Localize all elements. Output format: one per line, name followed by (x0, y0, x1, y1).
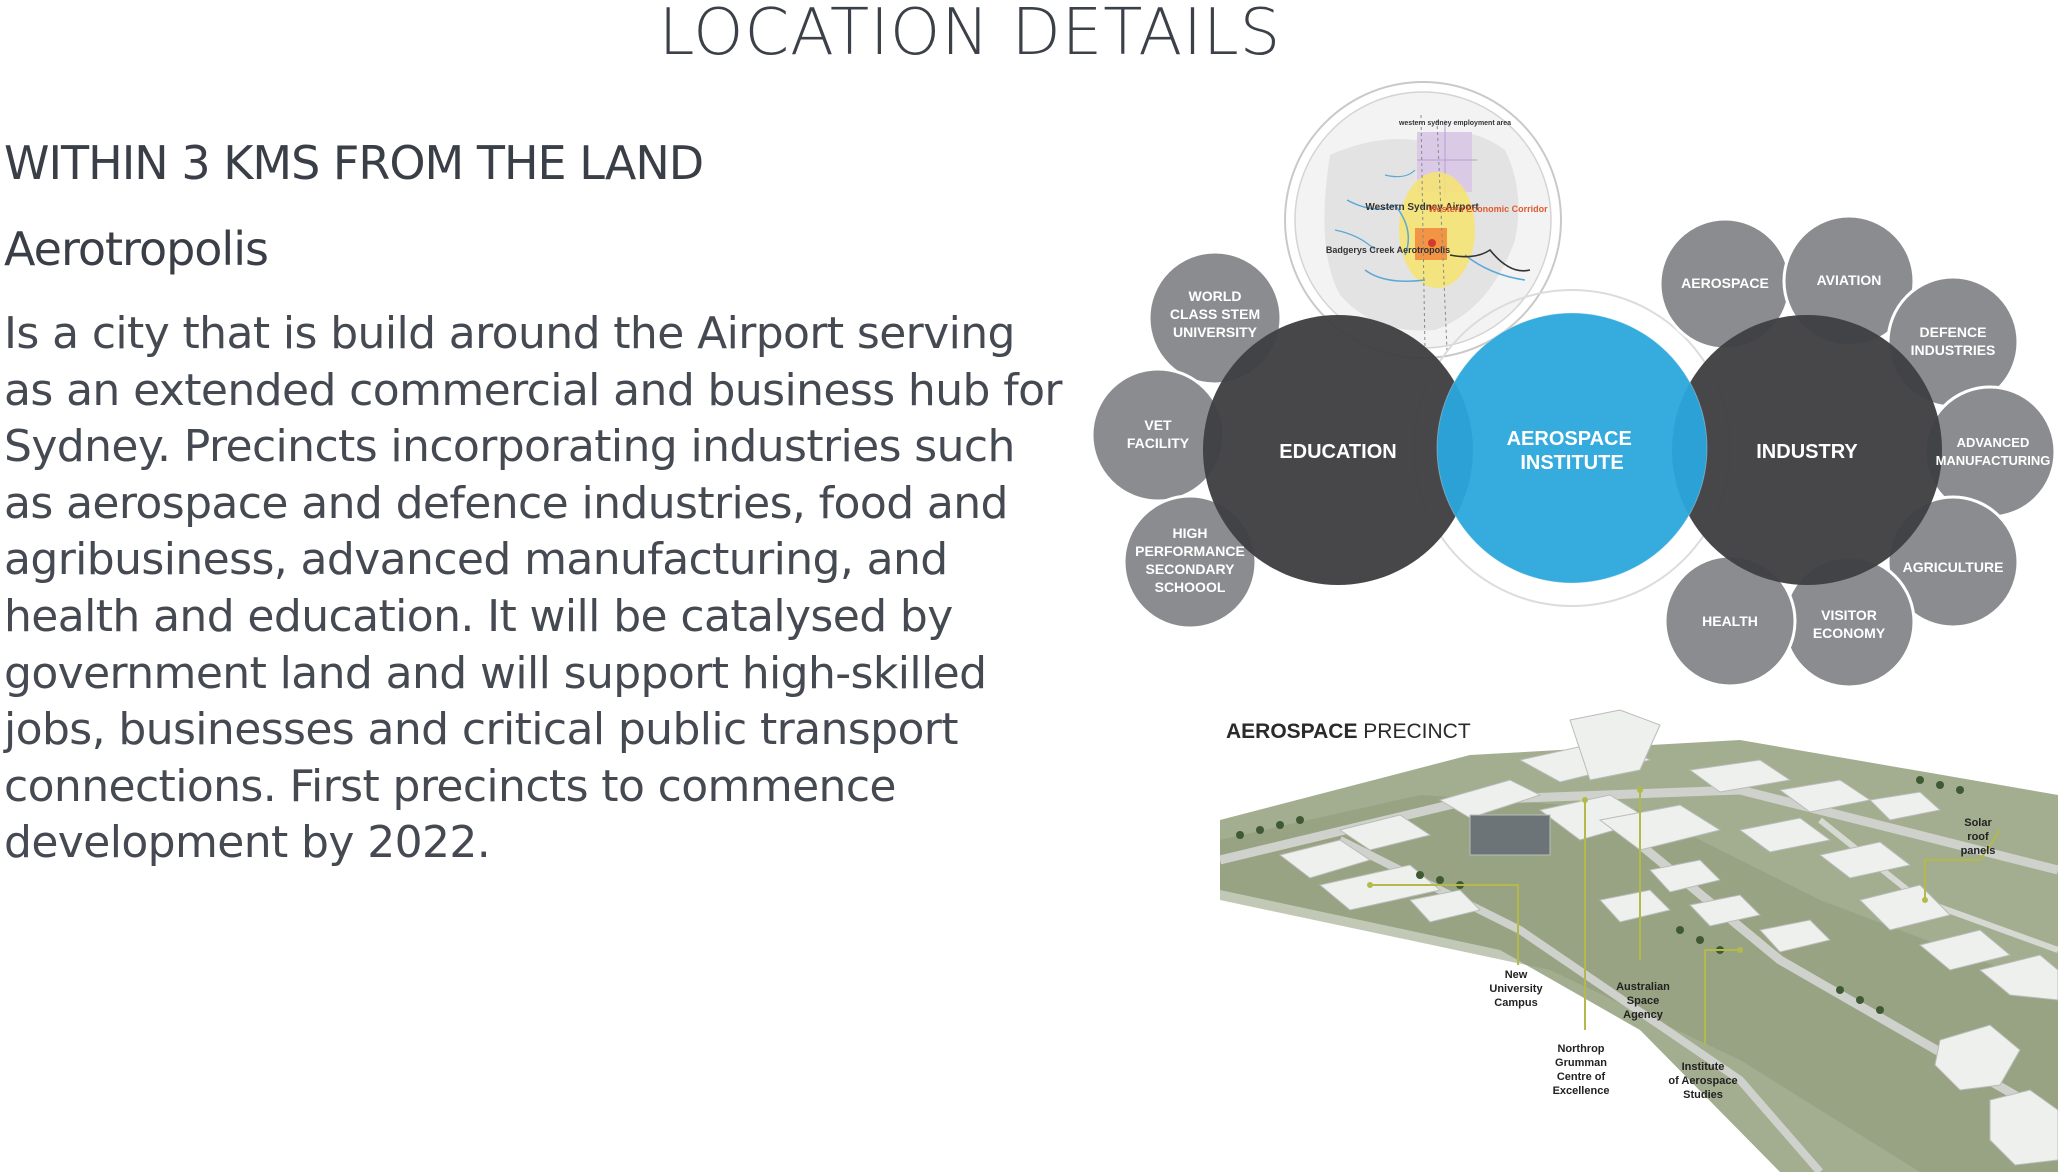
page-title: LOCATION DETAILS (658, 0, 1282, 70)
map-label-airport: Western Sydney Airport (1365, 202, 1479, 213)
aerospace-precinct-render: AEROSPACE PRECINCT (1220, 709, 2058, 1172)
map-label-corridor: Western Economic Corridor (1428, 204, 1548, 214)
precinct-title-bold: AEROSPACE (1226, 720, 1357, 743)
map-label-employment-area: western sydney employment area (1398, 120, 1511, 127)
education-label: EDUCATION (1279, 441, 1396, 463)
label-aerospace: AEROSPACE (1681, 275, 1769, 291)
precinct-title: AEROSPACE PRECINCT (1226, 720, 1471, 743)
precinct-leaders (1370, 790, 2001, 1045)
precinct-title-light: PRECINCT (1357, 720, 1470, 743)
industry-label: INDUSTRY (1756, 441, 1858, 463)
aerospace-institute-label: AEROSPACE INSTITUTE (1507, 428, 1638, 474)
aerotropolis-map: western sydney employment area Western S… (1284, 81, 1562, 359)
description-paragraph: Is a city that is build around the Airpo… (4, 308, 1063, 869)
precinct-buildings (1278, 709, 2058, 1166)
aerospace-institute-circle (1437, 313, 1707, 583)
industry-circle (1672, 315, 1942, 585)
label-health: HEALTH (1702, 613, 1758, 629)
education-satellites (1090, 250, 1283, 630)
bubble-agriculture (1886, 495, 2020, 629)
label-aviation: AVIATION (1817, 272, 1882, 288)
subtitle: WITHIN 3 KMS FROM THE LAND (4, 136, 704, 190)
section-heading: Aerotropolis (4, 222, 269, 276)
aerospace-label-line1: AEROSPACE (1507, 428, 1632, 450)
education-circle (1203, 315, 1473, 585)
aerospace-institute-diagram: western sydney employment area Western S… (1090, 81, 2057, 689)
aerospace-label-line2: INSTITUTE (1520, 452, 1623, 474)
label-agriculture: AGRICULTURE (1903, 559, 2004, 575)
map-label-aerotropolis: Badgerys Creek Aerotropolis (1326, 245, 1450, 255)
bubble-secondary-school (1122, 494, 1258, 630)
industry-satellites (1658, 214, 2057, 689)
